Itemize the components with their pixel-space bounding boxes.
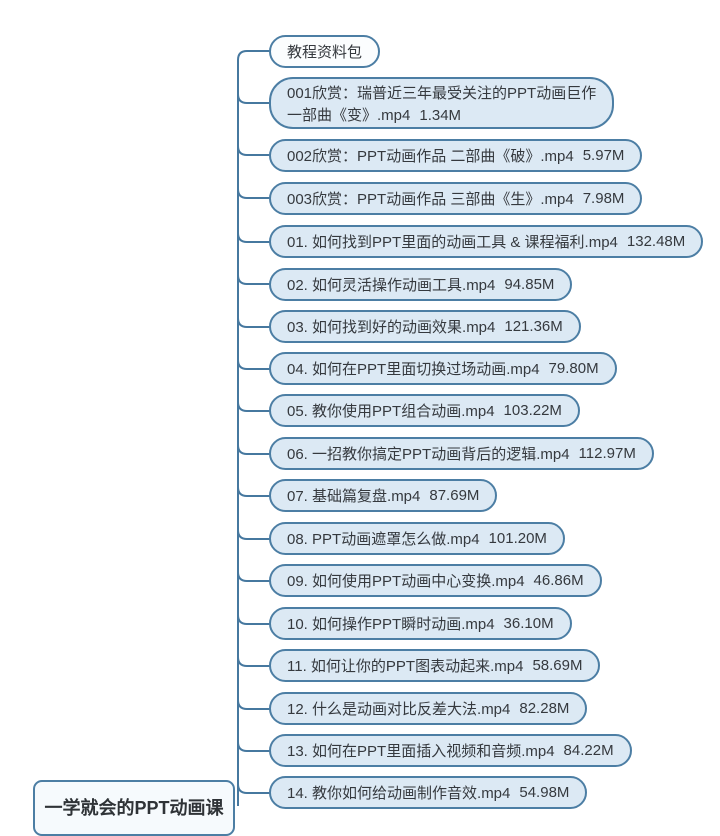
topic-label: 06. 一招教你搞定PPT动画背后的逻辑.mp4 [287, 446, 570, 463]
file-size: 94.85M [504, 276, 555, 293]
topic-node-003[interactable]: 003欣赏：PPT动画作品 三部曲《生》.mp4 7.98M [269, 182, 643, 215]
topic-node-08[interactable]: 08. PPT动画遮罩怎么做.mp4 101.20M [269, 522, 565, 555]
topic-label: 教程资料包 [287, 44, 363, 61]
connector-lines [237, 50, 270, 806]
topic-label: 08. PPT动画遮罩怎么做.mp4 [287, 531, 480, 548]
topic-label: 04. 如何在PPT里面切换过场动画.mp4 [287, 361, 540, 378]
file-size: 36.10M [503, 615, 554, 632]
file-size: 87.69M [429, 487, 480, 504]
file-size: 132.48M [626, 233, 686, 250]
file-size: 79.80M [548, 360, 599, 377]
topic-node-02[interactable]: 02. 如何灵活操作动画工具.mp4 94.85M [269, 268, 573, 301]
topic-node-07[interactable]: 07. 基础篇复盘.mp4 87.69M [269, 479, 498, 512]
topic-node-05[interactable]: 05. 教你使用PPT组合动画.mp4 103.22M [269, 394, 580, 427]
topic-node-04[interactable]: 04. 如何在PPT里面切换过场动画.mp4 79.80M [269, 352, 617, 385]
topic-node-06[interactable]: 06. 一招教你搞定PPT动画背后的逻辑.mp4 112.97M [269, 437, 654, 470]
file-size: 103.22M [503, 402, 562, 419]
file-size: 84.22M [563, 742, 614, 759]
file-size: 54.98M [519, 784, 570, 801]
topic-node-14[interactable]: 14. 教你如何给动画制作音效.mp4 54.98M [269, 776, 588, 809]
topic-label: 09. 如何使用PPT动画中心变换.mp4 [287, 573, 525, 590]
topic-node-13[interactable]: 13. 如何在PPT里面插入视频和音频.mp4 84.22M [269, 734, 632, 767]
file-size: 5.97M [582, 147, 625, 164]
topic-label: 001欣赏：瑞普近三年最受关注的PPT动画巨作 一部曲《变》.mp4 [287, 85, 597, 124]
file-size: 1.34M [419, 107, 462, 124]
topic-node-materials[interactable]: 教程资料包 [269, 35, 381, 68]
topic-label: 02. 如何灵活操作动画工具.mp4 [287, 277, 496, 294]
file-size: 58.69M [532, 657, 583, 674]
file-size: 46.86M [533, 572, 584, 589]
file-size: 7.98M [582, 190, 625, 207]
topic-label: 12. 什么是动画对比反差大法.mp4 [287, 701, 511, 718]
topic-node-01[interactable]: 01. 如何找到PPT里面的动画工具 & 课程福利.mp4 132.48M [269, 225, 704, 258]
topic-node-03[interactable]: 03. 如何找到好的动画效果.mp4 121.36M [269, 310, 581, 343]
topic-node-12[interactable]: 12. 什么是动画对比反差大法.mp4 82.28M [269, 692, 588, 725]
topic-label: 07. 基础篇复盘.mp4 [287, 488, 421, 505]
root-topic-node[interactable]: 一学就会的PPT动画课 [33, 780, 235, 836]
topic-node-09[interactable]: 09. 如何使用PPT动画中心变换.mp4 46.86M [269, 564, 602, 597]
topic-node-002[interactable]: 002欣赏：PPT动画作品 二部曲《破》.mp4 5.97M [269, 139, 643, 172]
file-size: 82.28M [519, 700, 570, 717]
topic-label: 03. 如何找到好的动画效果.mp4 [287, 319, 496, 336]
topic-node-11[interactable]: 11. 如何让你的PPT图表动起来.mp4 58.69M [269, 649, 601, 682]
mindmap-canvas: { "mindmap": { "root": { "label": "一学就会的… [33, 35, 704, 836]
topic-label: 14. 教你如何给动画制作音效.mp4 [287, 785, 511, 802]
root-topic-label: 一学就会的PPT动画课 [44, 798, 224, 818]
file-size: 101.20M [488, 530, 547, 547]
file-size: 121.36M [504, 318, 563, 335]
topic-label: 10. 如何操作PPT瞬时动画.mp4 [287, 616, 495, 633]
topic-label: 11. 如何让你的PPT图表动起来.mp4 [287, 658, 524, 675]
file-size: 112.97M [578, 445, 636, 462]
topic-label: 13. 如何在PPT里面插入视频和音频.mp4 [287, 743, 555, 760]
topic-label: 002欣赏：PPT动画作品 二部曲《破》.mp4 [287, 148, 574, 165]
topic-node-10[interactable]: 10. 如何操作PPT瞬时动画.mp4 36.10M [269, 607, 572, 640]
topic-label: 003欣赏：PPT动画作品 三部曲《生》.mp4 [287, 191, 574, 208]
topic-label: 01. 如何找到PPT里面的动画工具 & 课程福利.mp4 [287, 234, 618, 251]
topic-label: 05. 教你使用PPT组合动画.mp4 [287, 403, 495, 420]
